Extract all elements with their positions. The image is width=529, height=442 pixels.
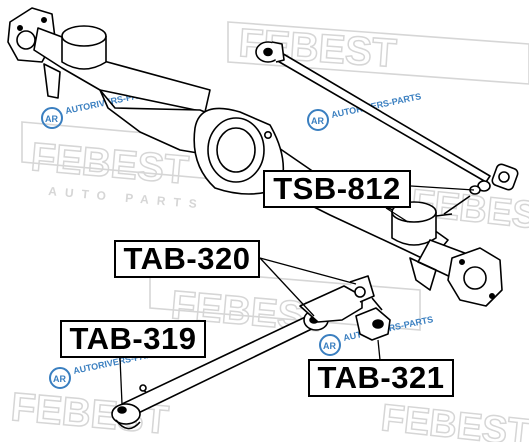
ar-badge-icon — [319, 334, 341, 356]
leader-tab320-bracket — [259, 257, 357, 285]
ar-badge-icon — [307, 109, 329, 131]
leader-tsb812-rod — [410, 185, 475, 191]
right-axle-flange — [447, 247, 503, 307]
leader-tab319 — [119, 357, 123, 405]
leader-tab320-middle — [259, 257, 315, 317]
right-bracket — [409, 257, 437, 291]
lateral-rod-bushing-top — [255, 41, 285, 63]
lateral-rod-washers — [443, 180, 491, 215]
trailing-arm-assembly — [111, 275, 391, 430]
arm-bushing-rear — [355, 297, 391, 341]
watermark-brand-text: FEBEST — [379, 397, 529, 442]
ar-badge-icon — [41, 107, 63, 129]
lateral-rod-assembly — [255, 41, 519, 215]
part-label-tab-319[interactable]: TAB-319 — [60, 320, 206, 358]
leader-lines — [119, 185, 475, 405]
part-label-tsb-812[interactable]: TSB-812 — [263, 170, 411, 208]
ar-badge-letters: AR — [53, 374, 66, 384]
ar-badge-letters: AR — [323, 341, 336, 351]
left-spring-seat — [61, 25, 107, 70]
leader-tab321 — [377, 339, 381, 361]
left-bracket — [43, 63, 61, 99]
ar-badge-letters: AR — [311, 116, 324, 126]
arm-bracket — [299, 275, 375, 323]
arm-bushing-front — [111, 403, 141, 430]
watermark-bottom-right: FEBEST — [378, 396, 529, 442]
lateral-rod-bushing-lower — [491, 163, 519, 191]
part-label-tab-320[interactable]: TAB-320 — [114, 240, 260, 278]
part-label-tab-321[interactable]: TAB-321 — [308, 359, 454, 397]
ar-badge-icon — [49, 367, 71, 389]
ar-badge-letters: AR — [45, 114, 58, 124]
leader-tsb812-bracket — [385, 207, 409, 223]
differential-carrier — [193, 107, 285, 195]
